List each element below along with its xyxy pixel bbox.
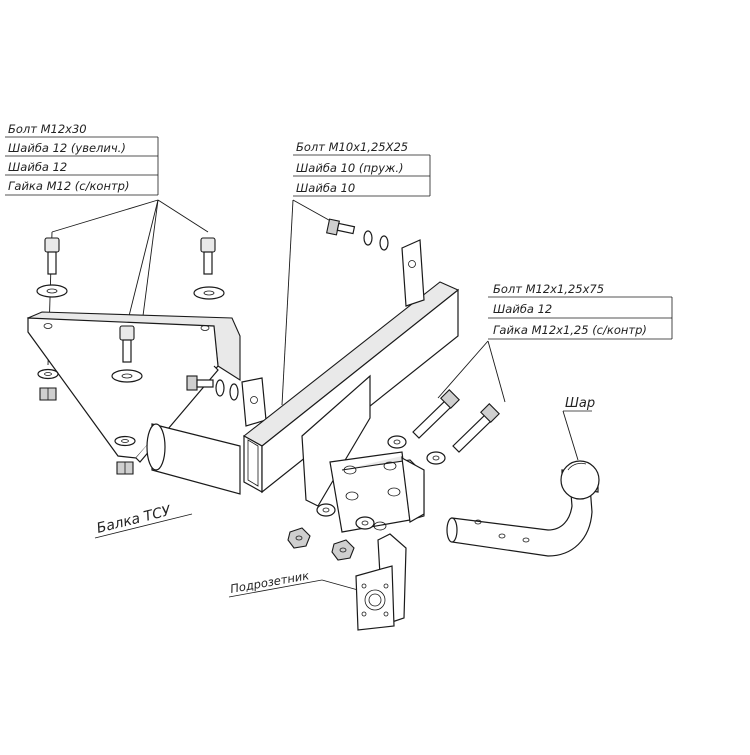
callout-center-group: Болт M10x1,25X25 Шайба 10 (пруж.) Шайба … [293, 140, 431, 197]
tow-ball [560, 460, 600, 500]
nut-m12-bottom [114, 435, 136, 475]
callout-socket-bracket: Подрозетник [229, 568, 310, 596]
callout-left-1: Болт M12x30 [8, 122, 87, 136]
callout-center-3: Шайба 10 [296, 181, 355, 195]
callout-beam: Балка ТСУ [95, 503, 174, 537]
callout-right-1: Болт M12x1,25x75 [493, 282, 604, 296]
callout-center-2: Шайба 10 (пруж.) [296, 161, 404, 175]
callout-left-4: Гайка M12 (с/контр) [8, 179, 129, 193]
washers-right [316, 435, 446, 530]
callout-left-2: Шайба 12 (увелич.) [8, 141, 126, 155]
callout-left-3: Шайба 12 [8, 160, 67, 174]
socket-bracket [355, 533, 407, 631]
callout-ball: Шар [565, 396, 595, 411]
bolt-m12x30-right [193, 237, 225, 300]
bolt-m12x30-left [36, 237, 68, 298]
bolt-m12x30-center [111, 325, 143, 383]
callout-right-3: Гайка M12x1,25 (с/контр) [493, 323, 647, 337]
callout-right-2: Шайба 12 [493, 302, 552, 316]
callout-left-group: Болт M12x30 Шайба 12 (увелич.) Шайба 12 … [5, 122, 159, 196]
nuts-m12x125 [287, 527, 355, 561]
bolt-m12x125x75-upper [412, 389, 460, 439]
tow-ball-neck [446, 460, 600, 557]
towbar-main-beam [146, 218, 460, 533]
nut-m12-left [37, 368, 59, 401]
callout-right-group: Болт M12x1,25x75 Шайба 12 Гайка M12x1,25… [488, 282, 673, 340]
bolt-m12x125x75-lower [452, 403, 500, 453]
callout-center-1: Болт M10x1,25X25 [296, 140, 408, 154]
